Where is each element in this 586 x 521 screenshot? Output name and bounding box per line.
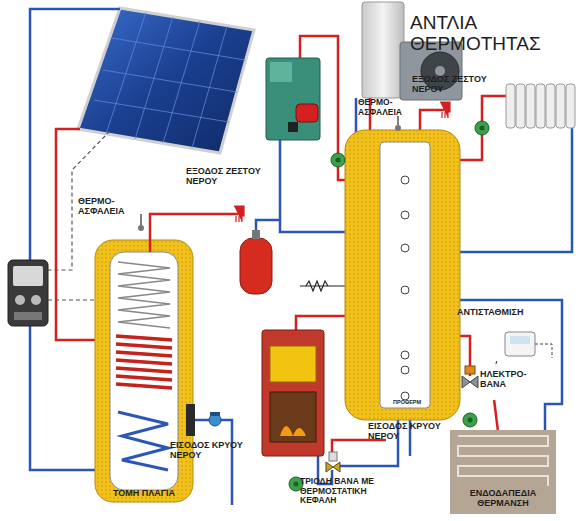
solar-tank-pipes: [141, 214, 238, 505]
heating-pipe: [494, 400, 498, 430]
electrovalve-node: ΗΛΕΚΤΡΟ- ΒΑΝΑ: [460, 366, 524, 400]
solar-controller: [8, 260, 48, 326]
wood-boiler: [262, 330, 324, 456]
component-label: ΤΟΜΗ ΠΛΑΓΙΑ: [92, 488, 196, 498]
water-meter: [209, 412, 221, 426]
three-way-valve-node: ΤΡΙΟΔΗ ΒΑΝΑ ΜΕ ΘΕΡΜΟΣΤΑΤΙΚΗ ΚΕΦΑΛΗ: [298, 450, 402, 516]
hot-water-tap: [440, 102, 450, 118]
component-label: ΑΝΤΙΣΤΑΘΜΙΣΗ: [457, 307, 550, 317]
buffer-tank: [345, 130, 460, 420]
expansion-vessel: [240, 230, 272, 294]
underfloor-heating: [450, 430, 556, 514]
component-label: ΗΛΕΚΤΡΟ- ΒΑΝΑ: [480, 369, 526, 389]
callout-label: ΘΕΡΜΟ- ΑΣΦΑΛΕΙΑ: [78, 196, 142, 216]
component-title: ΑΝΤΛΙΑ ΘΕΡΜΟΤΗΤΑΣ: [410, 12, 552, 55]
safety-valve: [395, 125, 401, 131]
electrovalve: [462, 366, 478, 388]
callout-label: ΕΞΟΔΟΣ ΖΕΣΤΟΥ ΝΕΡΟΥ: [412, 74, 488, 94]
solar-tank: [95, 240, 195, 502]
safety-valve-stem: [397, 116, 399, 125]
buffer-pipes: [256, 36, 572, 484]
callout-label: ΠΡΟΘΕΡΜ: [393, 399, 433, 405]
resistor-symbol: [306, 281, 328, 291]
callout-label: ΕΙΣΟΔΟΣ ΚΡΥΟΥ ΝΕΡΟΥ: [368, 421, 442, 441]
callout-label: ΕΞΟΔΟΣ ΖΕΣΤΟΥ ΝΕΡΟΥ: [186, 166, 262, 186]
three-way-valve: [326, 452, 340, 472]
underfloor-node: ΕΝΔΟΔΑΠΕΔΙΑ ΘΕΡΜΑΝΣΗ: [450, 430, 556, 514]
callout-label: ΕΙΣΟΔΟΣ ΚΡΥΟΥ ΝΕΡΟΥ: [170, 440, 246, 460]
oil-boiler: [266, 58, 320, 140]
heat-pump-node: ΑΝΤΛΙΑ ΘΕΡΜΟΤΗΤΑΣ: [360, 0, 552, 100]
compensation-controller: [505, 332, 552, 358]
solar-collector: [78, 8, 254, 153]
safety-valve: [138, 225, 144, 231]
callout-label: ΘΕΡΜΟ- ΑΣΦΑΛΕΙΑ: [358, 98, 422, 117]
compensation-node: ΑΝΤΙΣΤΑΘΜΙΣΗ: [455, 305, 550, 361]
component-label: ΕΝΔΟΔΑΠΕΔΙΑ ΘΕΡΜΑΝΣΗ: [450, 488, 556, 508]
hot-water-tap: [234, 206, 244, 222]
control-wire: [496, 361, 497, 366]
solar-tank-node: ΤΟΜΗ ΠΛΑΓΙΑ: [92, 238, 196, 510]
component-label: ΤΡΙΟΔΗ ΒΑΝΑ ΜΕ ΘΕΡΜΟΣΤΑΤΙΚΗ ΚΕΦΑΛΗ: [300, 477, 400, 506]
radiator: [506, 84, 575, 128]
